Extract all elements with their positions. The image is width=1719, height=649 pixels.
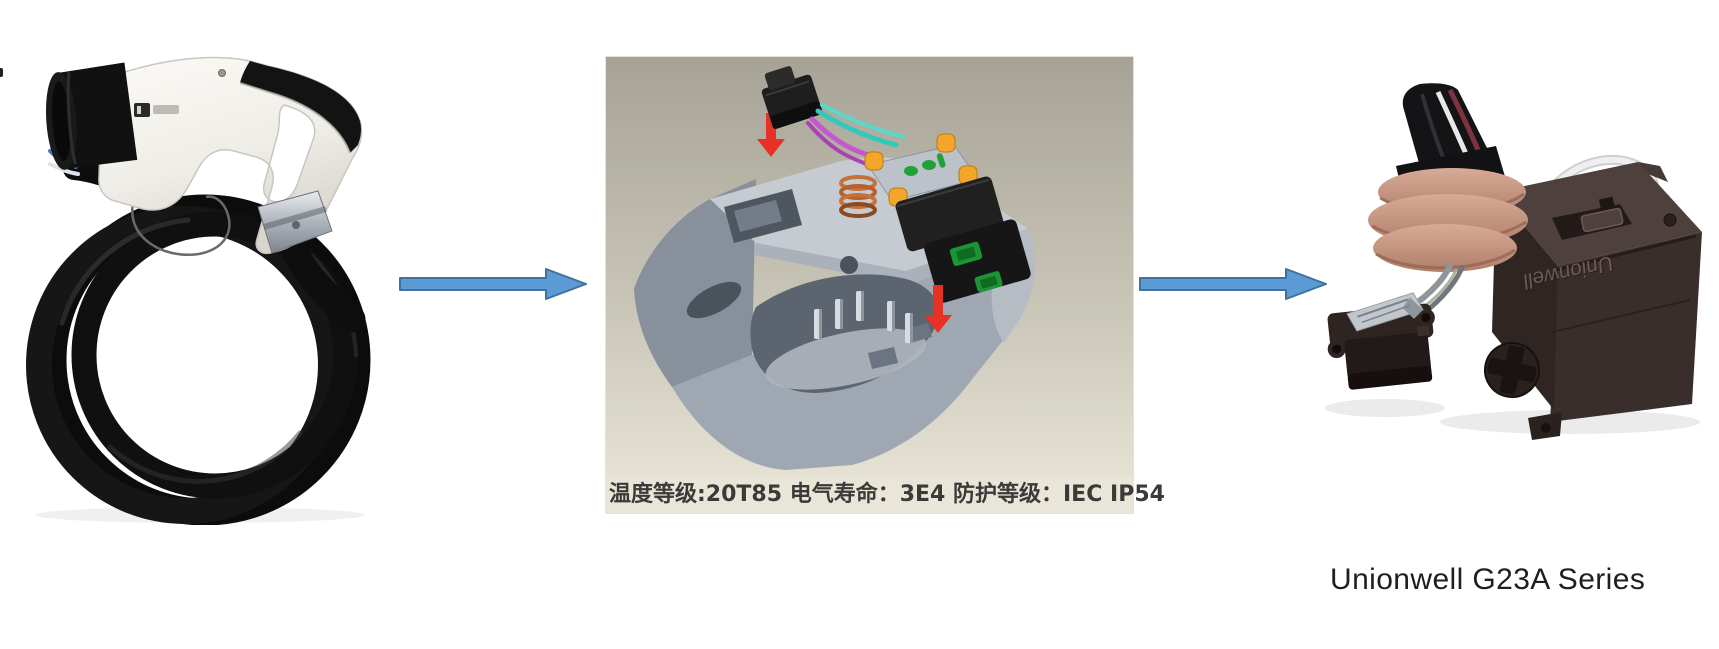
panel-trim [239, 82, 351, 154]
spring-coil [839, 175, 877, 218]
steel-lanyard-wire [131, 174, 231, 256]
spec-caption: 温度等级:20T85 电气寿命：3E4 防护等级：IEC IP54 [606, 477, 1165, 513]
gun-top-panel [240, 61, 362, 153]
internal-structure-image: 温度等级:20T85 电气寿命：3E4 防护等级：IEC IP54 [606, 57, 1165, 513]
charging-gun-image [26, 56, 371, 525]
red-down-arrow-icon [924, 285, 952, 333]
orange-pads [864, 133, 978, 207]
switch-shadow [1325, 399, 1445, 417]
embossed-badge [1580, 207, 1624, 233]
shell-pins [814, 291, 913, 343]
flow-arrow-right-icon [1139, 268, 1327, 300]
chrome-collar [257, 190, 333, 254]
box-shadow [1440, 410, 1700, 434]
microswitch-photo: Unionwell Unionwell [1325, 83, 1702, 440]
lever-switch [1327, 292, 1435, 390]
series-label: Unionwell G23A Series [1330, 563, 1646, 596]
switch-wires [806, 103, 906, 165]
mounting-bracket-3d [864, 133, 979, 207]
micro-switch-3d [761, 66, 823, 129]
connector-block-3d [895, 176, 1031, 303]
red-down-arrow-icon [757, 113, 785, 157]
edge-artifact [0, 68, 3, 77]
cad-render [634, 66, 1035, 470]
flow-arrow-right-icon [399, 268, 587, 300]
brand-logo-mark [134, 103, 179, 117]
cross-recess [1484, 342, 1540, 398]
rubber-bellows [1368, 168, 1528, 272]
gun-nozzle [46, 62, 138, 170]
screw-icon [218, 69, 226, 77]
